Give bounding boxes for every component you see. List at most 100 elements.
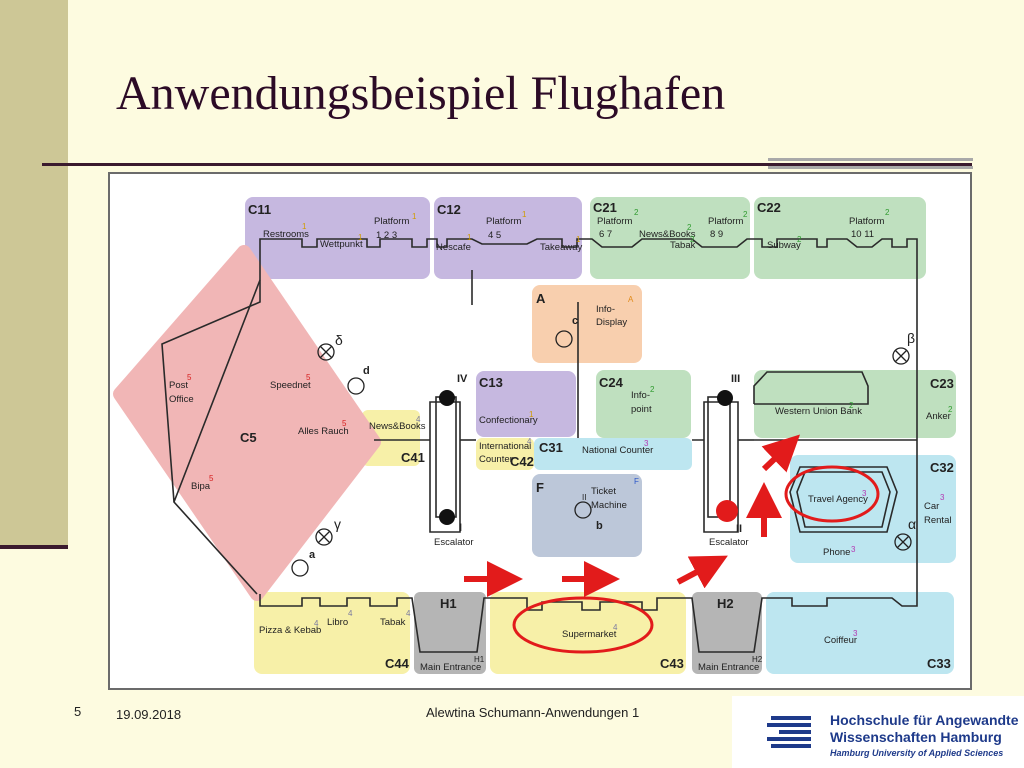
zone-c42 [476, 438, 534, 470]
platform-4-label: Platform [708, 216, 743, 227]
point-circle-b [574, 501, 592, 519]
level-c31-counter: 3 [644, 439, 649, 448]
zone-c13 [476, 371, 576, 437]
label-c5: C5 [240, 430, 257, 445]
tabak-bottom-label: Tabak [380, 617, 406, 628]
zone-c24 [596, 370, 691, 438]
marker-iv: IV [457, 373, 468, 385]
supermarket-label: Supermarket [562, 629, 617, 640]
platform-5-numbers: 10 11 [851, 229, 874, 240]
platform-2-numbers: 4 5 [488, 230, 501, 241]
label-h2: H2 [717, 596, 734, 611]
marker-gamma: γ [334, 516, 341, 532]
label-c13: C13 [479, 375, 503, 390]
level-c11-wettpunkt: 1 [358, 233, 363, 242]
marker-beta: β [907, 330, 915, 346]
left-accent-line [0, 545, 68, 549]
label-c21: C21 [593, 200, 617, 215]
news-books-top-label: News&Books [639, 229, 696, 240]
cross-icon-beta [892, 347, 910, 365]
arrow-4 [761, 434, 801, 473]
title-underline [42, 163, 972, 166]
level-c33-coiffeur: 3 [853, 629, 858, 638]
level-h2-entrance: H2 [752, 655, 763, 664]
level-c5-bipa: 5 [209, 474, 214, 483]
label-c43: C43 [660, 656, 684, 671]
zone-c33 [766, 592, 954, 674]
level-c11-restrooms: 1 [302, 222, 307, 231]
zone-h2 [692, 592, 762, 674]
anker-label: Anker [926, 411, 951, 422]
logo-line-2: Wissenschaften Hamburg [830, 729, 1002, 745]
marker-alpha: α [908, 516, 916, 532]
info-point-label-2: point [631, 404, 652, 415]
point-circle-d [347, 377, 365, 395]
marker-iii: III [731, 373, 740, 385]
cross-icon-delta [317, 343, 335, 361]
level-c11-platform: 1 [412, 212, 417, 221]
decor-line-bottom [768, 166, 973, 169]
wettpunkt-label: Wettpunkt [320, 239, 363, 250]
map-walls [161, 238, 918, 653]
marker-i: I [459, 522, 462, 534]
zone-h1 [414, 592, 486, 674]
arrow-3 [676, 555, 728, 589]
level-c5-speednet: 5 [306, 373, 311, 382]
alles-rauch-label: Alles Rauch [298, 426, 349, 437]
level-c5-post: 5 [187, 373, 192, 382]
info-display-label-2: Display [596, 317, 627, 328]
level-c32-car: 3 [940, 493, 945, 502]
nescafe-label: Nescafe [436, 242, 471, 253]
platform-1-label: Platform [374, 216, 409, 227]
rental-label: Rental [924, 515, 951, 526]
level-c43-supermarket: 4 [613, 623, 618, 632]
info-point-label-1: Info- [631, 390, 650, 401]
label-c41: C41 [401, 450, 425, 465]
zone-c11 [245, 197, 430, 279]
label-c31: C31 [539, 440, 563, 455]
level-c44-pizza: 4 [314, 619, 319, 628]
zone-c43 [490, 592, 686, 674]
info-display-label-1: Info- [596, 304, 615, 315]
coiffeur-label: Coiffeur [824, 635, 857, 646]
tabak-top-label: Tabak [670, 240, 696, 251]
label-c11: C11 [248, 202, 271, 217]
speednet-label: Speednet [270, 380, 311, 391]
zone-c22 [754, 197, 926, 279]
platform-1-numbers: 1 2 3 [376, 230, 397, 241]
label-h1: H1 [440, 596, 457, 611]
platform-3-numbers: 6 7 [599, 229, 612, 240]
logo-line-1: Hochschule für Angewandte [830, 712, 1019, 728]
platform-4-numbers: 8 9 [710, 229, 723, 240]
level-c13-confectionary: 1 [529, 410, 534, 419]
confectionary-label: Confectionary [479, 415, 538, 426]
pizza-kebab-label: Pizza & Kebab [259, 625, 321, 636]
level-c24-infopoint: 2 [650, 385, 655, 394]
level-c21-tabak: 2 [690, 235, 695, 244]
main-entrance-h1-label: Main Entrance [420, 662, 481, 673]
cross-icon-gamma [315, 528, 333, 546]
label-c23: C23 [930, 376, 954, 391]
ticket-label: Ticket [591, 486, 616, 497]
logo-line-3: Hamburg University of Applied Sciences [830, 748, 1004, 758]
label-c42: C42 [510, 454, 534, 469]
label-c12: C12 [437, 202, 461, 217]
national-counter-label: National Counter [582, 445, 653, 456]
zone-c41 [362, 410, 420, 466]
point-circle-c [555, 330, 573, 348]
label-c24: C24 [599, 375, 624, 390]
level-c12-platform: 1 [522, 210, 527, 219]
label-a: A [536, 291, 546, 306]
label-c44: C44 [385, 656, 410, 671]
level-c23-anker: 2 [948, 405, 953, 414]
level-a-info: A [628, 295, 634, 304]
label-c32: C32 [930, 460, 954, 475]
zone-c12 [434, 197, 582, 279]
escalator-iv-dot [439, 390, 455, 406]
car-label: Car [924, 501, 939, 512]
level-f-ticket: F [634, 477, 639, 486]
zone-f [532, 474, 642, 557]
news-books-c41-label: News&Books [369, 421, 426, 432]
zone-c5 [113, 245, 381, 601]
highlight-travel-agency [784, 465, 880, 523]
